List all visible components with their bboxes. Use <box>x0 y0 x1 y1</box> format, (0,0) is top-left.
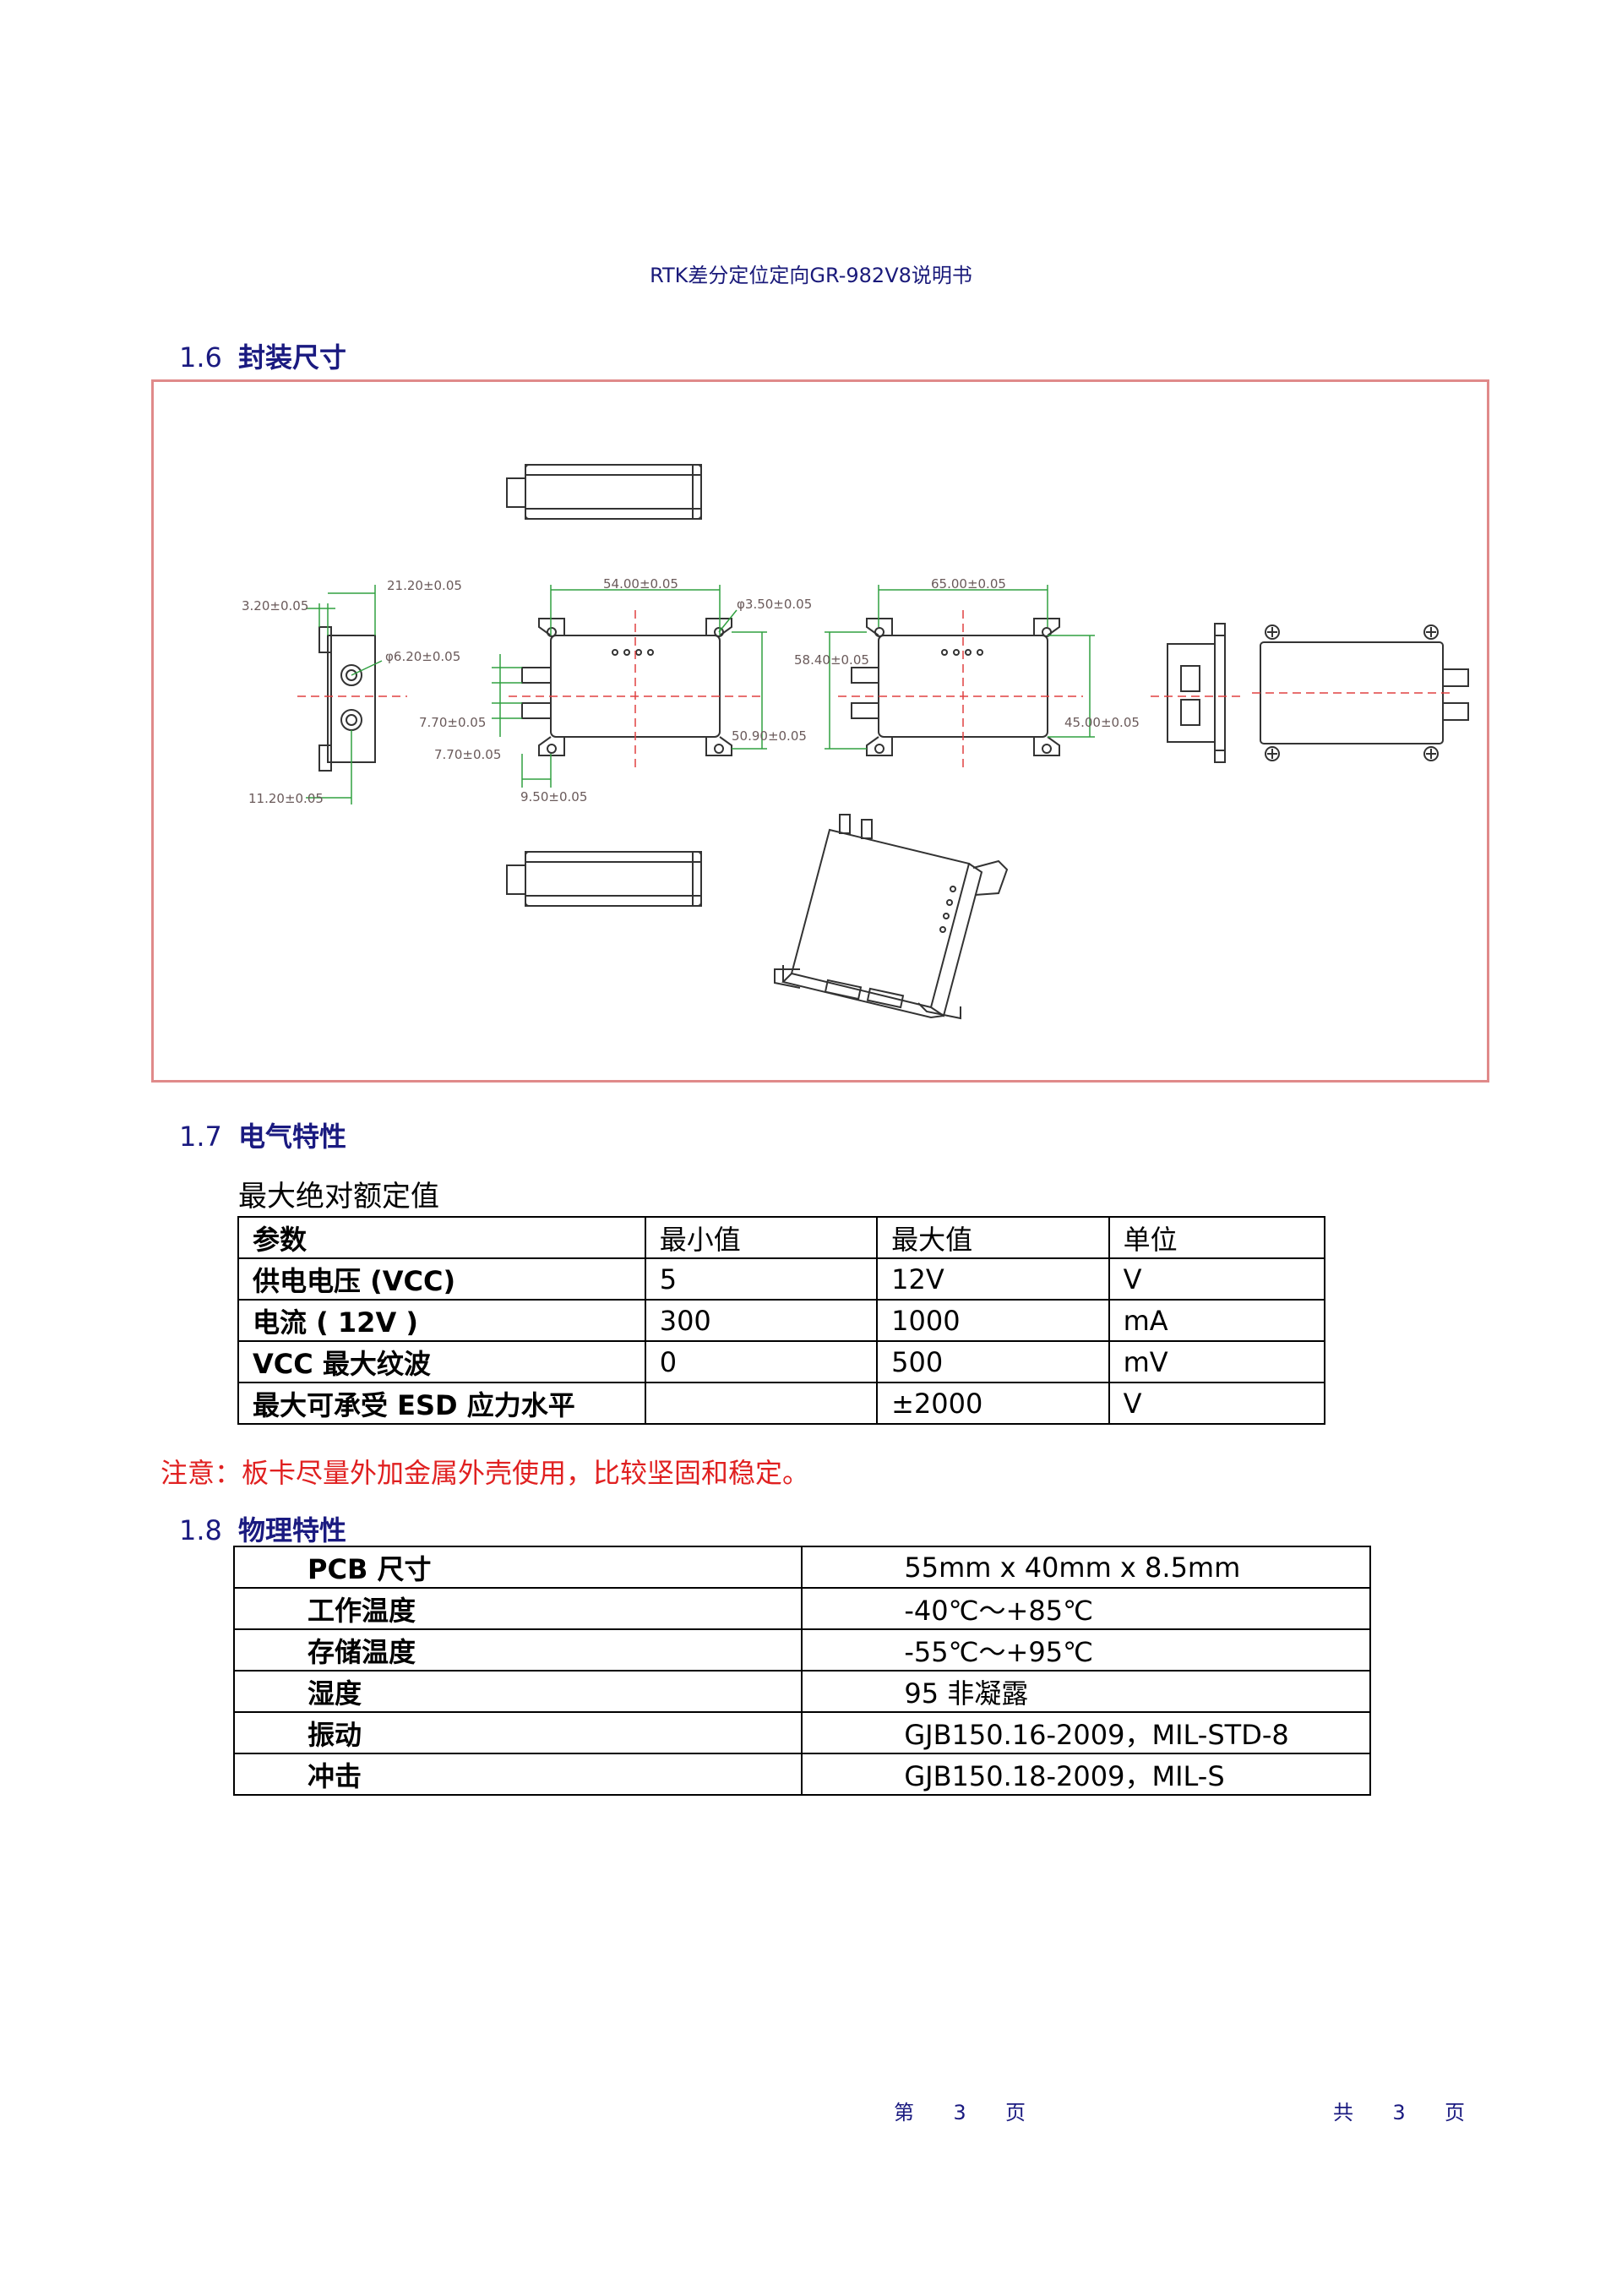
header-cell: 最小值 <box>644 1216 879 1259</box>
max-cell: 12V <box>876 1257 1110 1301</box>
center-lines <box>297 610 1455 771</box>
dim-label: 7.70±0.05 <box>419 715 486 730</box>
section-number: 1.8 <box>179 1514 222 1546</box>
front-view-1-outline <box>521 618 732 756</box>
property-cell: 工作温度 <box>232 1587 803 1630</box>
dim-label: 54.00±0.05 <box>603 576 678 592</box>
package-dimension-drawing: 3.20±0.05 21.20±0.05 φ6.20±0.05 11.20±0.… <box>151 379 1489 1083</box>
property-cell: PCB 尺寸 <box>232 1546 803 1589</box>
dim-label: 65.00±0.05 <box>931 576 1006 592</box>
param-cell: 最大可承受 ESD 应力水平 <box>237 1382 646 1425</box>
table-row: 冲击 GJB150.18-2009，MIL-S <box>232 1753 1371 1796</box>
warning-note: 注意：板卡尽量外加金属外壳使用，比较坚固和稳定。 <box>161 1457 810 1489</box>
table-row: 振动 GJB150.16-2009，MIL-STD-8 <box>232 1711 1371 1754</box>
section-number: 1.7 <box>179 1121 222 1153</box>
section-title: 封装尺寸 <box>238 341 347 374</box>
value-cell: 95 非凝露 <box>801 1670 1371 1713</box>
property-cell: 冲击 <box>232 1753 803 1796</box>
end-view-outline <box>1167 623 1226 763</box>
abs-max-subtitle: 最大绝对额定值 <box>238 1180 439 1213</box>
table-row: 最大可承受 ESD 应力水平 ±2000 V <box>237 1382 1326 1425</box>
bottom-view-outline <box>506 851 702 907</box>
dim-label: 50.90±0.05 <box>732 728 807 744</box>
section-number: 1.6 <box>179 341 222 374</box>
footer-page-current: 3 <box>953 2101 966 2124</box>
max-cell: ±2000 <box>876 1382 1110 1425</box>
abs-max-table: 参数 最小值 最大值 单位 供电电压 (VCC) 5 12V V 电流 ( 12… <box>237 1216 1326 1425</box>
max-cell: 1000 <box>876 1299 1110 1342</box>
table-row: 存储温度 -55℃～+95℃ <box>232 1628 1371 1672</box>
table-row: PCB 尺寸 55mm x 40mm x 8.5mm <box>232 1546 1371 1589</box>
dim-label: 11.20±0.05 <box>248 791 324 806</box>
table-row: 工作温度 -40℃～+85℃ <box>232 1587 1371 1630</box>
min-cell <box>644 1382 879 1425</box>
section-title: 物理特性 <box>238 1514 347 1546</box>
dim-label: 45.00±0.05 <box>1064 715 1140 730</box>
table-row: 电流 ( 12V ) 300 1000 mA <box>237 1299 1326 1342</box>
min-cell: 300 <box>644 1299 879 1342</box>
footer-text: 页 <box>1445 2101 1465 2124</box>
document-header: RTK差分定位定向GR-982V8说明书 <box>650 264 972 287</box>
dimension-drawing-svg: 3.20±0.05 21.20±0.05 φ6.20±0.05 11.20±0.… <box>242 464 1469 1020</box>
dim-label: 7.70±0.05 <box>434 747 501 762</box>
header-cell: 最大值 <box>876 1216 1110 1259</box>
top-view-outline <box>506 464 702 520</box>
unit-cell: mV <box>1108 1340 1326 1383</box>
property-cell: 湿度 <box>232 1670 803 1713</box>
dim-label: 3.20±0.05 <box>242 598 308 614</box>
section-1-6-heading: 1.6 封装尺寸 <box>179 336 346 375</box>
dimension-lines <box>306 585 1095 804</box>
dimension-labels: 3.20±0.05 21.20±0.05 φ6.20±0.05 11.20±0.… <box>242 576 1140 806</box>
footer-text: 共 <box>1333 2101 1353 2124</box>
value-cell: GJB150.18-2009，MIL-S <box>801 1753 1371 1796</box>
param-cell: 供电电压 (VCC) <box>237 1257 646 1301</box>
section-title: 电气特性 <box>238 1121 347 1153</box>
physical-table: PCB 尺寸 55mm x 40mm x 8.5mm 工作温度 -40℃～+85… <box>232 1546 1371 1796</box>
footer-text: 页 <box>1005 2101 1026 2124</box>
value-cell: GJB150.16-2009，MIL-STD-8 <box>801 1711 1371 1754</box>
min-cell: 0 <box>644 1340 879 1383</box>
dim-label: 9.50±0.05 <box>520 789 587 804</box>
table-row: 供电电压 (VCC) 5 12V V <box>237 1257 1326 1301</box>
side-view-outline <box>318 626 376 772</box>
property-cell: 振动 <box>232 1711 803 1754</box>
header-cell: 参数 <box>237 1216 646 1259</box>
unit-cell: V <box>1108 1257 1326 1301</box>
isometric-view-outline <box>774 814 1009 1020</box>
footer-page-total-number: 3 <box>1392 2101 1406 2124</box>
value-cell: 55mm x 40mm x 8.5mm <box>801 1546 1371 1589</box>
param-cell: VCC 最大纹波 <box>237 1340 646 1383</box>
dim-label: φ6.20±0.05 <box>385 649 460 664</box>
value-cell: -55℃～+95℃ <box>801 1628 1371 1672</box>
table-row: VCC 最大纹波 0 500 mV <box>237 1340 1326 1383</box>
property-cell: 存储温度 <box>232 1628 803 1672</box>
unit-cell: V <box>1108 1382 1326 1425</box>
footer-page-total: 共 3 页 <box>1318 2096 1480 2125</box>
value-cell: -40℃～+85℃ <box>801 1587 1371 1630</box>
table-header-row: 参数 最小值 最大值 单位 <box>237 1216 1326 1259</box>
dim-label: φ3.50±0.05 <box>737 597 812 612</box>
table-row: 湿度 95 非凝露 <box>232 1670 1371 1713</box>
section-1-8-heading: 1.8 物理特性 <box>179 1509 346 1548</box>
dim-label: 58.40±0.05 <box>794 652 869 668</box>
footer-text: 第 <box>894 2101 914 2124</box>
front-view-2-outline <box>851 618 1060 756</box>
footer-page-number: 第 3 页 <box>879 2096 1041 2125</box>
param-cell: 电流 ( 12V ) <box>237 1299 646 1342</box>
min-cell: 5 <box>644 1257 879 1301</box>
header-cell: 单位 <box>1108 1216 1326 1259</box>
section-1-7-heading: 1.7 电气特性 <box>179 1115 346 1154</box>
unit-cell: mA <box>1108 1299 1326 1342</box>
max-cell: 500 <box>876 1340 1110 1383</box>
dim-label: 21.20±0.05 <box>387 578 462 593</box>
